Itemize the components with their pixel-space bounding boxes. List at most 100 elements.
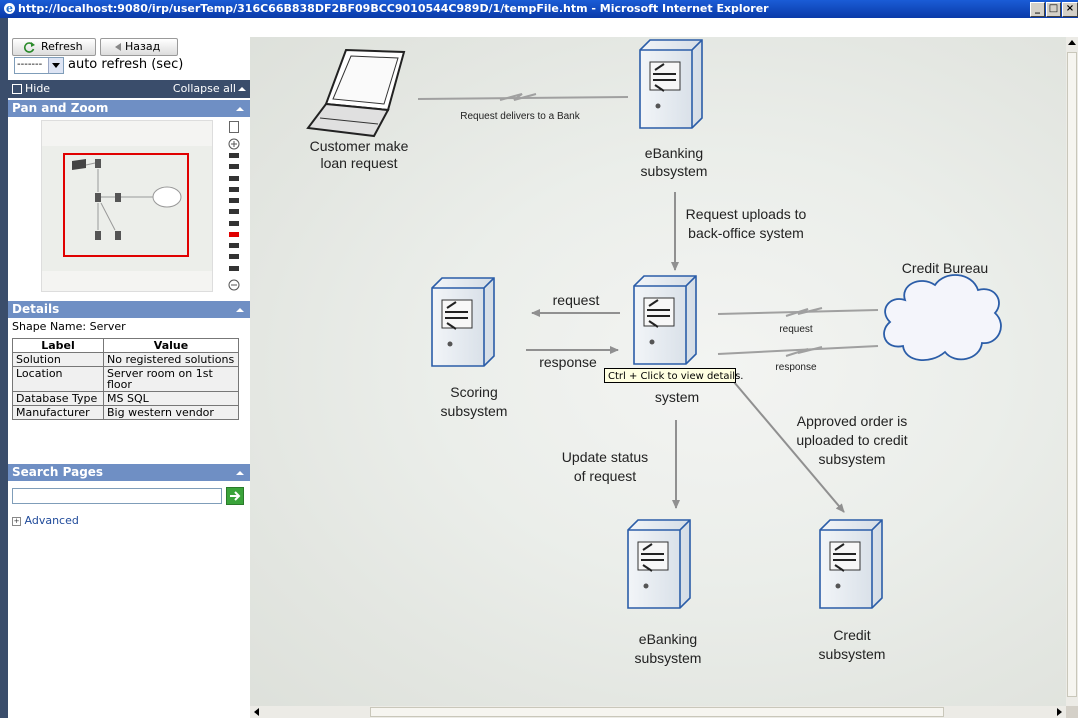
hide-link[interactable]: Hide [25, 82, 51, 95]
refresh-interval-select[interactable]: ------- [14, 57, 64, 74]
approved-label-line1: Approved order is [797, 413, 908, 429]
refresh-icon [23, 42, 35, 53]
zoom-level-tick[interactable] [229, 186, 239, 192]
search-input[interactable] [12, 488, 222, 504]
connector-approved [733, 381, 845, 513]
vertical-scroll-thumb[interactable] [1067, 52, 1077, 697]
table-header-row: Label Value [12, 338, 239, 353]
vertical-scrollbar[interactable] [1066, 37, 1078, 706]
refresh-label: Refresh [41, 40, 83, 53]
details-header[interactable]: Details [8, 301, 250, 318]
fit-page-icon[interactable] [229, 121, 239, 133]
row-value: MS SQL [103, 391, 239, 406]
zoom-slider[interactable] [228, 121, 242, 291]
window-title: http://localhost:9080/irp/userTemp/316C6… [18, 2, 769, 15]
column-header-value: Value [103, 338, 239, 353]
zoom-level-tick[interactable] [229, 220, 239, 226]
svg-text:e: e [6, 2, 13, 15]
zoom-level-tick[interactable] [229, 164, 239, 170]
table-row: Location Server room on 1st floor [12, 366, 239, 392]
request-left-label: request [553, 292, 600, 308]
zoom-level-tick[interactable] [229, 243, 239, 249]
credit-bureau-cloud-icon[interactable] [883, 274, 1002, 361]
scroll-up-icon[interactable] [1068, 40, 1076, 45]
table-row: Manufacturer Big western vendor [12, 405, 239, 420]
pan-zoom-title: Pan and Zoom [12, 101, 109, 115]
lightning-icon [499, 93, 537, 101]
response-left-label: response [539, 354, 597, 370]
scoring-server-icon[interactable] [431, 277, 495, 367]
zoom-level-tick[interactable] [229, 175, 239, 181]
advanced-label: Advanced [24, 514, 79, 527]
arrow-right-icon [230, 491, 241, 501]
approved-label-line2: uploaded to credit [796, 432, 907, 448]
sidebar: Pan and Zoom Details [8, 98, 250, 718]
customer-label-line2: loan request [320, 155, 397, 171]
maximize-button[interactable]: □ [1046, 2, 1061, 17]
approved-label-line3: subsystem [819, 451, 886, 467]
row-label: Database Type [12, 391, 104, 406]
ebanking-bottom-line1: eBanking [639, 631, 697, 647]
search-pages-title: Search Pages [12, 465, 104, 479]
credit-label-line1: Credit [833, 627, 870, 643]
back-office-server-icon[interactable] [633, 275, 697, 365]
internet-explorer-icon: e [4, 2, 15, 15]
dropdown-arrow[interactable] [48, 58, 63, 73]
thumbnail-view[interactable] [41, 120, 213, 292]
response-right-label: response [775, 362, 817, 373]
scroll-right-icon[interactable] [1057, 708, 1062, 716]
ebanking-bottom-line2: subsystem [635, 650, 702, 666]
collapse-all-icon [238, 87, 246, 91]
pan-zoom-header[interactable]: Pan and Zoom [8, 100, 250, 117]
collapse-all-link[interactable]: Collapse all [172, 82, 236, 95]
customer-label-line1: Customer make [310, 138, 409, 154]
collapse-panel-icon [236, 107, 244, 111]
shape-name: Shape Name: Server [12, 320, 126, 333]
expand-icon: + [12, 517, 21, 526]
close-button[interactable]: × [1062, 2, 1078, 17]
row-value: Server room on 1st floor [103, 366, 239, 392]
ebanking-bottom-server-icon[interactable] [627, 519, 691, 609]
zoom-level-tick[interactable] [229, 209, 239, 215]
zoom-level-tick[interactable] [229, 153, 239, 158]
horizontal-scrollbar[interactable] [250, 706, 1066, 718]
collapse-panel-icon [236, 308, 244, 312]
search-pages-header[interactable]: Search Pages [8, 464, 250, 481]
credit-label-line2: subsystem [819, 646, 886, 662]
zoom-level-tick[interactable] [229, 254, 239, 260]
update-label-line1: Update status [562, 449, 648, 465]
advanced-search-link[interactable]: + Advanced [12, 514, 79, 527]
ebanking-server-icon[interactable] [639, 39, 703, 129]
refresh-button[interactable]: Refresh [12, 38, 96, 56]
ebanking-top-line1: eBanking [645, 145, 703, 161]
scroll-left-icon[interactable] [254, 708, 259, 716]
back-label: Назад [125, 40, 161, 53]
zoom-out-icon[interactable] [228, 279, 240, 291]
update-label-line2: of request [574, 468, 636, 484]
window-title-bar: e http://localhost:9080/irp/userTemp/316… [0, 0, 1078, 18]
zoom-level-tick[interactable] [229, 198, 239, 204]
left-frame-strip [0, 18, 8, 718]
column-header-label: Label [12, 338, 104, 353]
table-row: Database Type MS SQL [12, 391, 239, 406]
shape-tooltip: Ctrl + Click to view details. [604, 368, 743, 383]
sidebar-control-bar: Hide Collapse all [8, 80, 250, 98]
refresh-interval-value: ------- [17, 59, 43, 70]
back-button[interactable]: Назад [100, 38, 178, 56]
minimize-button[interactable]: _ [1030, 2, 1045, 17]
search-go-button[interactable] [226, 487, 244, 505]
credit-server-icon[interactable] [819, 519, 883, 609]
details-title: Details [12, 302, 60, 316]
zoom-levels [228, 153, 240, 277]
zoom-level-tick[interactable] [229, 231, 239, 237]
laptop-icon[interactable] [306, 48, 406, 138]
details-table: Label Value Solution No registered solut… [12, 338, 239, 420]
zoom-level-tick[interactable] [229, 265, 239, 271]
horizontal-scroll-thumb[interactable] [370, 707, 944, 717]
scoring-label-line1: Scoring [450, 384, 497, 400]
scroll-corner [1066, 706, 1078, 718]
process-diagram: Customer make loan request Request deliv… [306, 39, 1002, 666]
chevron-down-icon [52, 63, 60, 68]
row-value: Big western vendor [103, 405, 239, 420]
zoom-in-icon[interactable] [228, 138, 240, 150]
